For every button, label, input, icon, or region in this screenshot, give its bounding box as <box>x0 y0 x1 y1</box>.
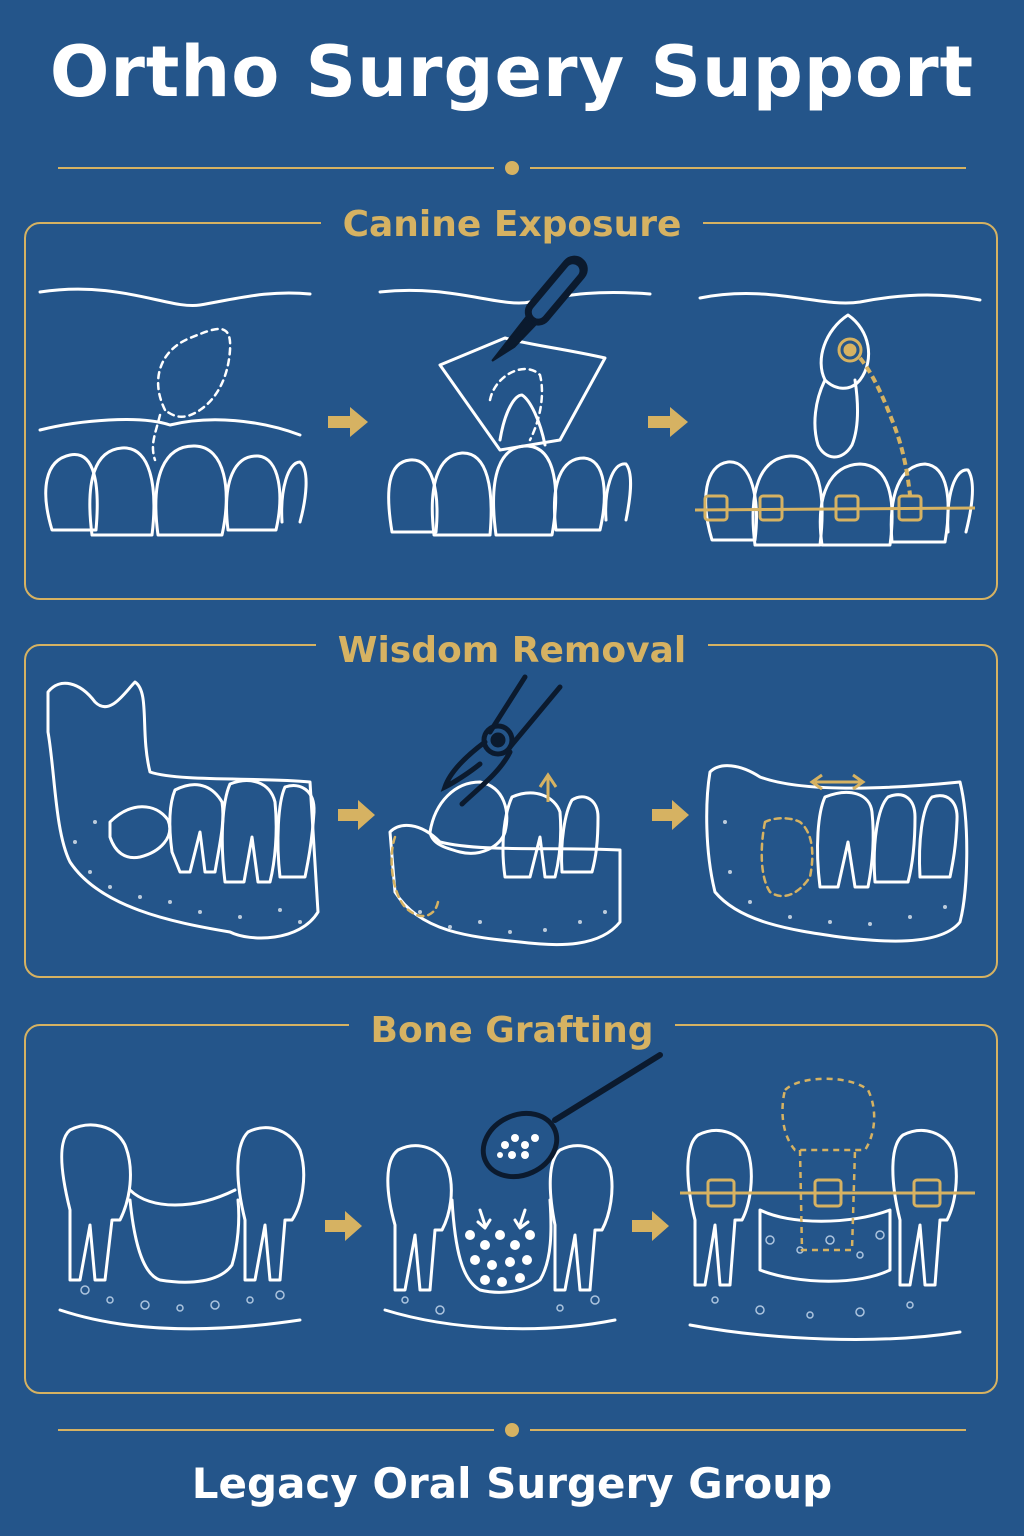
page-title: Ortho Surgery Support <box>49 31 975 113</box>
canine-step-1 <box>38 287 312 537</box>
bracket-icon <box>703 494 923 522</box>
canine-exposure-illustration <box>38 255 982 547</box>
arrow-right-icon <box>328 407 688 437</box>
canine-step-3 <box>698 292 982 547</box>
spoon-icon <box>480 1052 663 1180</box>
scalpel-icon <box>491 255 588 362</box>
graft-material <box>465 1230 535 1287</box>
canine-step-2 <box>378 288 652 537</box>
chain-icon <box>837 337 912 496</box>
implant-outline <box>781 1077 876 1252</box>
graft-step-1 <box>58 1123 306 1331</box>
bone-grafting-title: Bone Grafting <box>0 1006 1024 1056</box>
extraction-arrow-icon <box>538 772 558 802</box>
bracket-icon <box>706 1178 942 1208</box>
arrow-right-icon <box>338 800 689 830</box>
impacted-canine-outline <box>151 327 232 462</box>
wisdom-step-3 <box>705 764 969 943</box>
bone-texture <box>80 1230 914 1319</box>
bone-grafting-illustration <box>58 1052 975 1341</box>
forceps-icon <box>440 674 563 807</box>
arrow-right-icon <box>325 1211 669 1241</box>
footer-brand: Legacy Oral Surgery Group <box>191 1459 833 1508</box>
bottom-divider <box>58 1423 966 1437</box>
bone-texture <box>73 820 947 934</box>
top-divider <box>58 161 966 175</box>
wisdom-removal-illustration <box>46 674 969 947</box>
wisdom-removal-title: Wisdom Removal <box>0 626 1024 676</box>
wisdom-step-2 <box>388 780 622 947</box>
wisdom-step-1 <box>46 680 320 940</box>
graft-step-2 <box>383 1144 617 1331</box>
canine-exposure-title: Canine Exposure <box>0 200 1024 250</box>
space-arrow-icon <box>809 773 866 791</box>
graft-step-3 <box>686 1129 962 1341</box>
